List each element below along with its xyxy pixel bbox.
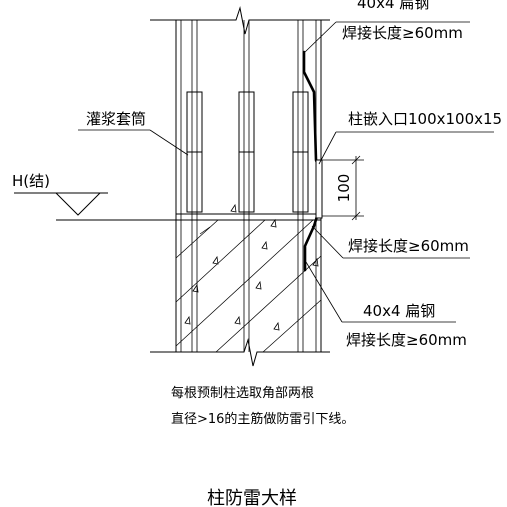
drawing-title: 柱防雷大样 — [207, 488, 297, 507]
flat-steel-top-label: 40x4 扁钢 — [357, 0, 429, 12]
embedded-plate-label: 柱嵌入口100x100x15 — [348, 110, 502, 128]
elevation-label: H(结) — [12, 172, 50, 190]
joint-lines — [56, 213, 321, 221]
note-line-2: 直径>16的主筋做防雷引下线。 — [171, 411, 354, 427]
weld-length-top-label: 焊接长度≥60mm — [342, 24, 463, 42]
weld-length-bottom-label: 焊接长度≥60mm — [346, 331, 467, 349]
note-line-1: 每根预制柱选取角部两根 — [171, 385, 314, 401]
weld-length-mid-label: 焊接长度≥60mm — [348, 237, 469, 255]
dimension-value: 100 — [335, 174, 353, 203]
embedded-plate — [315, 159, 323, 219]
leader-lines — [78, 21, 494, 323]
elevation-symbol — [14, 192, 108, 216]
flat-steel-bottom-label: 40x4 扁钢 — [363, 302, 435, 320]
dimension-100 — [322, 155, 364, 221]
concrete-hatch — [175, 203, 322, 353]
column-outline — [150, 6, 330, 367]
grout-sleeves — [186, 91, 309, 213]
rebars — [191, 20, 304, 352]
grout-sleeve-label: 灌浆套筒 — [86, 110, 146, 128]
